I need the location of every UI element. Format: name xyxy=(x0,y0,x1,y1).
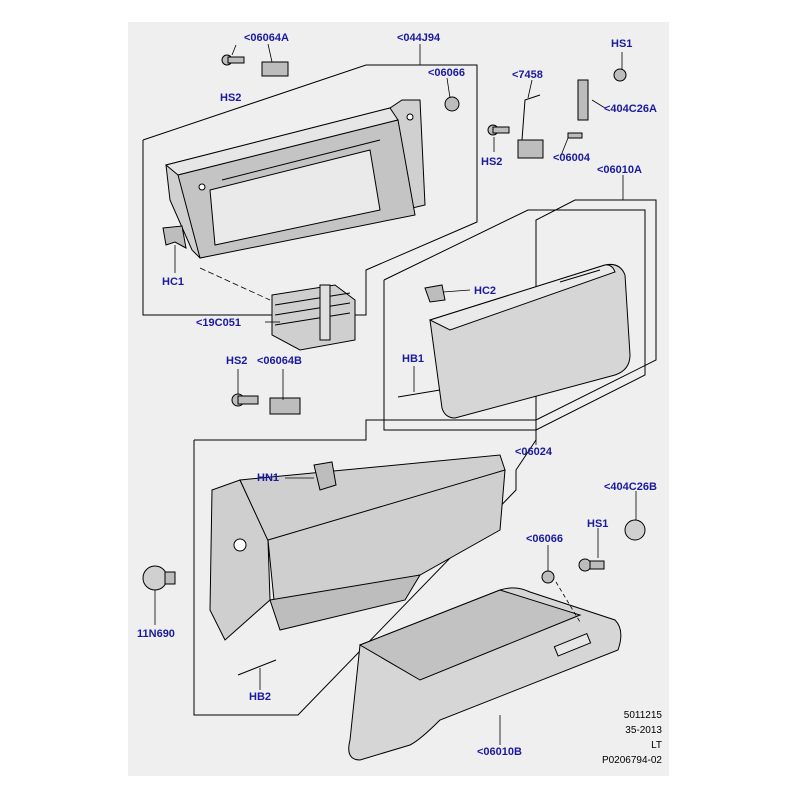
glovebox-tray xyxy=(348,587,622,761)
callout-06064a-top[interactable]: <06064A xyxy=(244,32,289,44)
callout-hs1-top[interactable]: HS1 xyxy=(611,38,633,50)
reference-line-4: P0206794-02 xyxy=(601,755,662,766)
group-box-lower-frame xyxy=(193,199,657,716)
callout-404c26b[interactable]: <404C26B xyxy=(604,481,657,493)
callout-hc2[interactable]: HC2 xyxy=(474,285,497,297)
callout-hn1[interactable]: HN1 xyxy=(257,472,280,484)
group-box-upper-storage xyxy=(142,64,478,316)
callout-19c051[interactable]: <19C051 xyxy=(196,317,241,329)
upper-storage-compartment xyxy=(164,99,426,259)
reference-line-2: 35-2013 xyxy=(625,725,662,736)
reference-line-3: LT xyxy=(651,740,662,751)
callout-7458[interactable]: <7458 xyxy=(512,69,543,81)
callout-hs2-mid[interactable]: HS2 xyxy=(226,355,248,367)
callout-hc1[interactable]: HC1 xyxy=(162,276,185,288)
callout-06004[interactable]: <06004 xyxy=(553,152,591,164)
small-fasteners xyxy=(142,54,646,676)
callout-06066-top[interactable]: <06066 xyxy=(428,67,466,79)
group-box-glovebox-door xyxy=(383,209,646,431)
callout-11n690[interactable]: 11N690 xyxy=(137,628,175,640)
callout-404c26a[interactable]: <404C26A xyxy=(604,103,657,115)
callout-06066-low[interactable]: <06066 xyxy=(526,533,564,545)
callout-hs1-mid[interactable]: HS1 xyxy=(587,518,609,530)
air-vent-bracket xyxy=(271,284,356,351)
callout-hs2-top[interactable]: HS2 xyxy=(220,92,242,104)
callout-hs2-right[interactable]: HS2 xyxy=(481,156,503,168)
lower-frame-structure xyxy=(209,454,506,641)
leader-lines xyxy=(154,43,637,745)
callout-06010b[interactable]: <06010B xyxy=(477,746,522,758)
callout-hb2[interactable]: HB2 xyxy=(249,691,272,703)
reference-line-1: 5011215 xyxy=(623,710,662,721)
callout-06064b[interactable]: <06064B xyxy=(257,355,302,367)
callout-hb1[interactable]: HB1 xyxy=(402,353,425,365)
glovebox-lid xyxy=(428,264,631,419)
callout-06024[interactable]: <06024 xyxy=(515,446,553,458)
callout-06010a[interactable]: <06010A xyxy=(597,164,642,176)
callout-044j94[interactable]: <044J94 xyxy=(397,32,441,44)
